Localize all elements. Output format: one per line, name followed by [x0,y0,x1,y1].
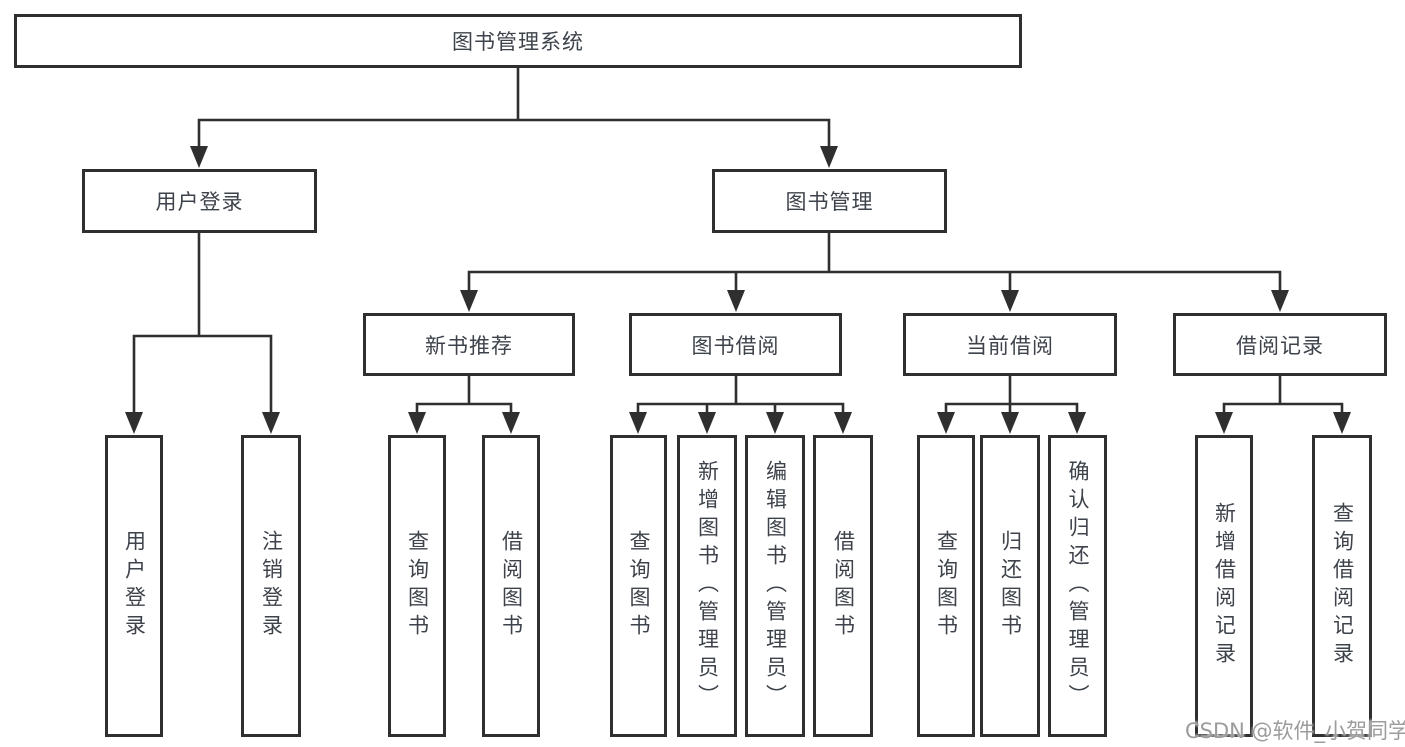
node-book-borrowing: 图书借阅 [629,313,842,376]
leaf-records-query-record: 查询借阅记录 [1312,435,1372,737]
node-label: 用户登录 [155,190,244,214]
node-label: 借阅记录 [1236,333,1324,358]
node-label: 确认归还（管理员） [1066,460,1090,712]
node-new-book-recommend: 新书推荐 [363,313,575,376]
leaf-recommend-borrow-books: 借阅图书 [482,435,540,737]
node-label: 查询借阅记录 [1330,502,1355,670]
node-current-borrowing: 当前借阅 [903,313,1117,376]
leaf-borrowing-query-books: 查询图书 [610,435,667,737]
node-label: 编辑图书（管理员） [763,460,788,712]
node-label: 查询图书 [627,530,651,642]
node-label: 新增借阅记录 [1212,502,1237,670]
node-library-system: 图书管理系统 [14,14,1022,68]
node-label: 新增图书（管理员） [695,460,720,712]
leaf-user-login: 用户登录 [105,435,163,737]
node-label: 查询图书 [934,530,959,642]
node-label: 借阅图书 [831,530,856,642]
node-label: 查询图书 [405,530,430,642]
node-borrowing-records: 借阅记录 [1173,313,1387,376]
node-label: 新书推荐 [425,333,513,358]
leaf-borrowing-edit-books-admin: 编辑图书（管理员） [745,435,805,737]
node-user-login: 用户登录 [82,169,317,233]
leaf-records-add-record: 新增借阅记录 [1195,435,1253,737]
node-label: 图书管理系统 [452,30,584,54]
leaf-recommend-query-books: 查询图书 [388,435,446,737]
leaf-borrowing-add-books-admin: 新增图书（管理员） [677,435,737,737]
node-label: 当前借阅 [966,333,1054,358]
leaf-logout: 注销登录 [241,435,301,737]
leaf-borrowing-borrow-books: 借阅图书 [813,435,873,737]
node-label: 注销登录 [259,530,284,642]
node-book-management: 图书管理 [712,169,947,233]
node-label: 用户登录 [122,530,147,642]
arrowhead-icons [125,146,1351,434]
node-label: 图书管理 [785,190,874,214]
csdn-watermark: CSDN @软件_小贺同学 [1185,719,1405,743]
leaf-current-query-books: 查询图书 [917,435,975,737]
leaf-current-return-books: 归还图书 [980,435,1040,737]
node-label: 借阅图书 [499,530,524,642]
node-label: 图书借阅 [691,333,780,358]
node-label: 归还图书 [998,530,1023,642]
leaf-current-confirm-return-admin: 确认归还（管理员） [1048,435,1107,737]
